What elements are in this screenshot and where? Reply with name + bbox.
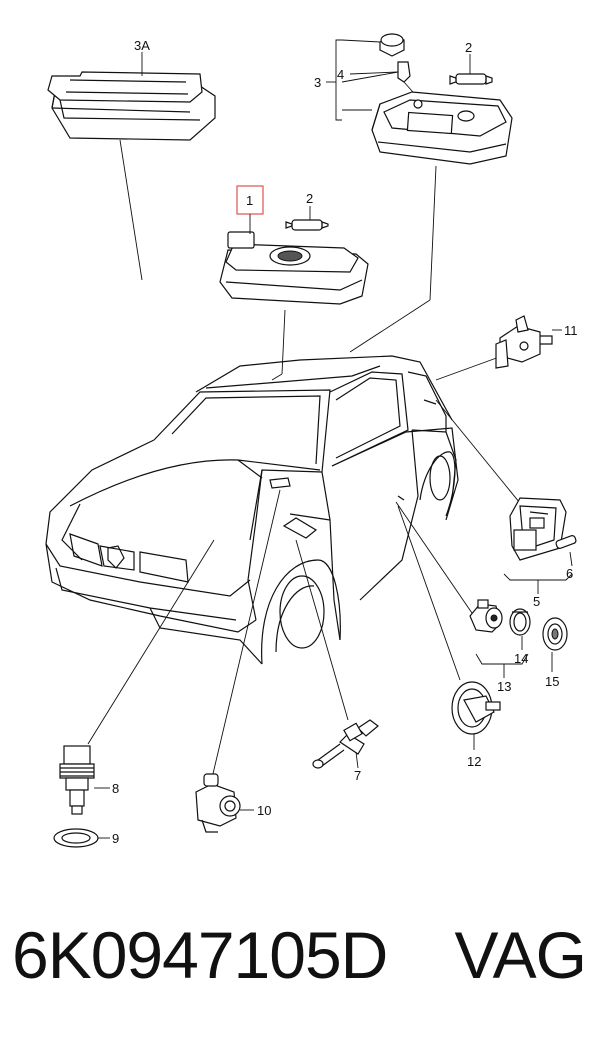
bulb-2-middle bbox=[285, 219, 329, 231]
callout-2-middle: 2 bbox=[306, 191, 313, 206]
brand-label: VAG bbox=[454, 918, 587, 992]
callout-15: 15 bbox=[545, 674, 559, 689]
door-lamp-5 bbox=[509, 497, 567, 561]
callout-8: 8 bbox=[112, 781, 119, 796]
lamp-assembly-3 bbox=[371, 33, 513, 165]
car-outline bbox=[45, 355, 459, 665]
seal-ring-15 bbox=[542, 617, 568, 651]
callout-2-top: 2 bbox=[465, 40, 472, 55]
grommet-14 bbox=[509, 608, 531, 636]
switch-11 bbox=[495, 315, 553, 369]
callout-1: 1 bbox=[246, 193, 253, 208]
callout-10: 10 bbox=[257, 803, 271, 818]
callout-6: 6 bbox=[566, 566, 573, 581]
parts-diagram: 3A 2 3 4 1 2 11 6 5 14 15 13 12 7 8 10 9 bbox=[45, 33, 578, 848]
part-number: 6K0947105D bbox=[12, 918, 388, 992]
callout-11: 11 bbox=[564, 323, 578, 338]
callout-3: 3 bbox=[314, 75, 321, 90]
bulb-2-top bbox=[449, 73, 493, 85]
callout-7: 7 bbox=[354, 768, 361, 783]
socket-13 bbox=[469, 599, 503, 633]
callout-4: 4 bbox=[337, 67, 344, 82]
callout-14: 14 bbox=[514, 651, 528, 666]
o-ring-9 bbox=[53, 828, 99, 848]
sensor-7 bbox=[312, 719, 379, 769]
bulb-6 bbox=[555, 535, 577, 549]
callout-5: 5 bbox=[533, 594, 540, 609]
sender-8 bbox=[59, 745, 95, 815]
door-contact-switch-12 bbox=[451, 681, 501, 735]
switch-10 bbox=[195, 773, 241, 833]
interior-lamp-1 bbox=[219, 231, 369, 305]
lamp-housing-3a bbox=[47, 71, 216, 141]
callout-3a: 3A bbox=[134, 38, 150, 53]
callout-13: 13 bbox=[497, 679, 511, 694]
callout-9: 9 bbox=[112, 831, 119, 846]
callout-12: 12 bbox=[467, 754, 481, 769]
footer: 6K0947105D VAG bbox=[0, 905, 600, 1025]
